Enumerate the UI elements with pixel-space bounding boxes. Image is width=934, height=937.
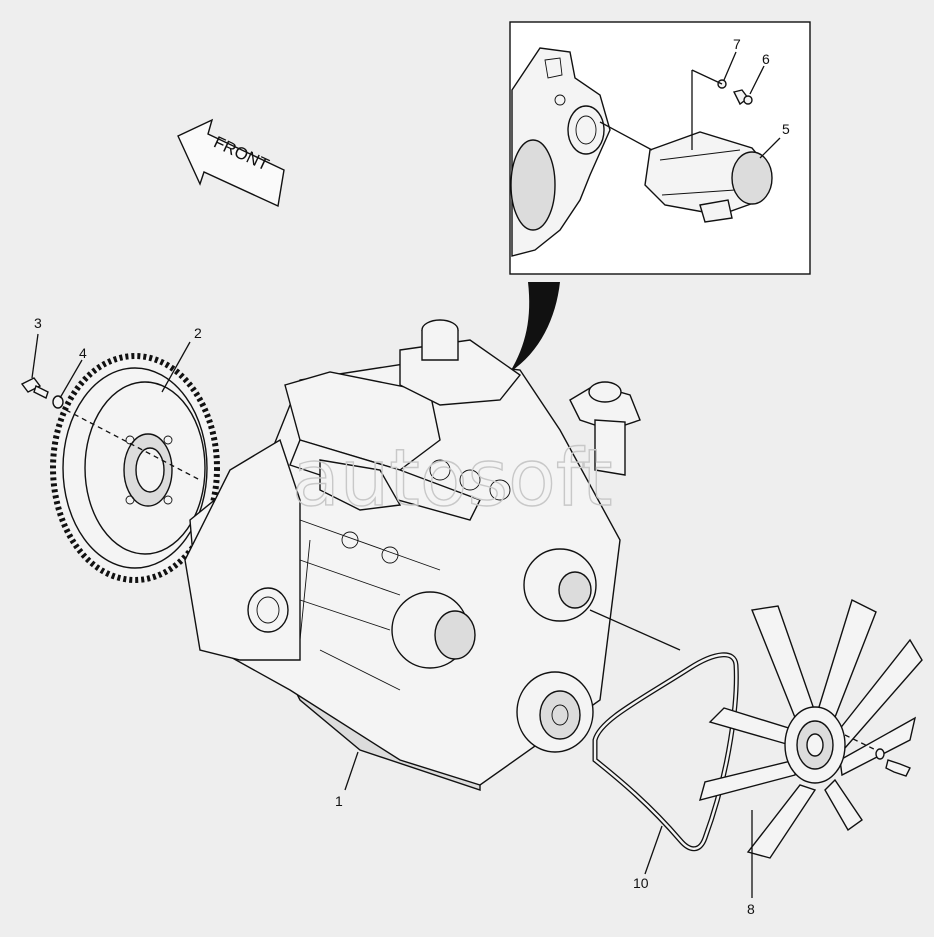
leader-lines xyxy=(31,51,781,898)
engine-block xyxy=(184,319,681,791)
flywheel-washer xyxy=(52,395,64,409)
starter-inset xyxy=(509,21,811,275)
v-belt xyxy=(592,652,739,852)
callout-5: 5 xyxy=(782,121,790,137)
cooling-fan xyxy=(698,599,923,859)
callout-2: 2 xyxy=(194,325,202,341)
callout-1: 1 xyxy=(335,793,343,809)
callout-7: 7 xyxy=(733,36,741,52)
inset-pointer-icon xyxy=(510,282,560,372)
flywheel-bolt xyxy=(20,377,49,399)
flywheel xyxy=(50,353,220,583)
callout-10: 10 xyxy=(633,875,649,891)
callout-8: 8 xyxy=(747,901,755,917)
watermark: autosoft xyxy=(292,434,613,524)
callout-6: 6 xyxy=(762,51,770,67)
fan-bolt xyxy=(875,748,911,777)
callout-3: 3 xyxy=(34,315,42,331)
callout-4: 4 xyxy=(79,345,87,361)
front-arrow-icon: FRONT xyxy=(177,118,285,208)
